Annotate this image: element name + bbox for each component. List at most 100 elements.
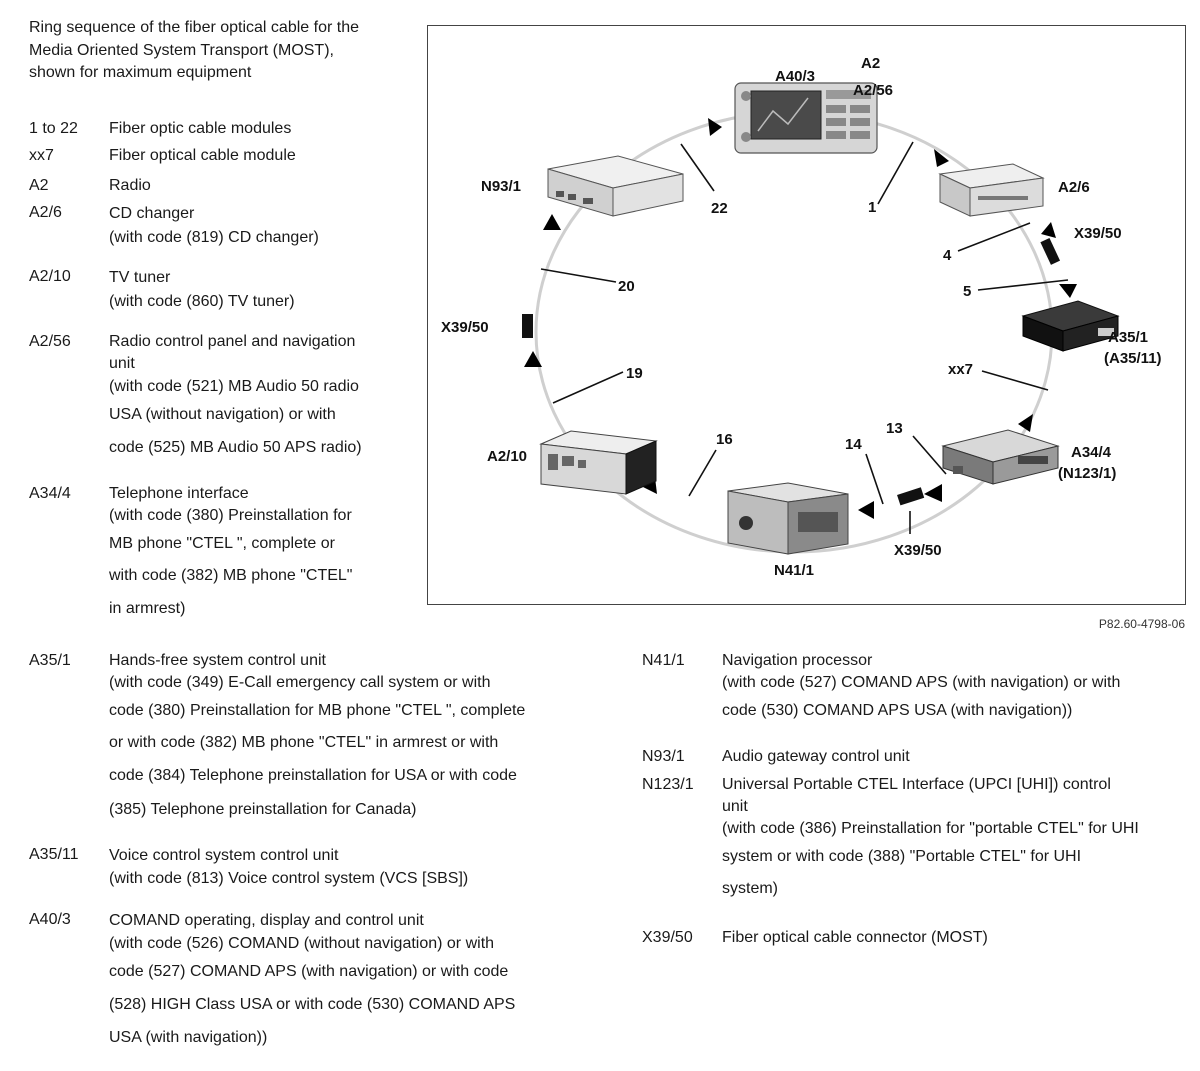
legend-line: (with code (860) TV tuner) [109,293,295,310]
most-ring-diagram: A2 A40/3 A2/56 A2/6 X39/50 A35/1 (A35/11… [427,25,1186,605]
device-a2-10 [539,430,658,495]
device-a40-3 [734,82,878,154]
device-a2-6 [938,163,1045,217]
diagram-canvas: A2 A40/3 A2/56 A2/6 X39/50 A35/1 (A35/11… [441,55,1162,579]
legend-term: N93/1 [642,748,685,765]
leader-line-16 [688,449,717,497]
legend-line: system or with code (388) "Portable CTEL… [722,848,1082,865]
legend-line: Hands-free system control unit [109,652,326,669]
leader-line-xx7 [981,370,1049,391]
legend-line: Navigation processor [722,652,873,669]
legend-term: A35/1 [29,652,71,669]
direction-arrow [708,118,722,136]
label-a34-4: A34/4 [1071,444,1112,461]
legend-line: Audio gateway control unit [722,748,910,765]
label-a2-6: A2/6 [1058,179,1090,196]
legend-line: in armrest) [109,600,186,617]
legend-line: Fiber optical cable module [109,147,296,164]
legend-term: A2/6 [29,204,62,221]
legend-line: USA (without navigation) or with [109,406,336,423]
legend-line: code (525) MB Audio 50 APS radio) [109,439,362,456]
legend-term: 1 to 22 [29,120,78,137]
label-x39-50-left: X39/50 [441,319,489,336]
direction-arrow [934,149,949,167]
legend-line: (with code (813) Voice control system (V… [109,870,469,887]
label-a2-56: A2/56 [853,82,893,99]
legend-line: TV tuner [109,269,171,286]
legend-desc: CD changer (with code (819) CD changer) [109,202,319,250]
label-a2: A2 [861,55,880,72]
label-a40-3: A40/3 [775,68,815,85]
connector-x39-50-right [1040,238,1061,265]
label-n123-1: (N123/1) [1058,465,1116,482]
legend-term: A40/3 [29,911,71,928]
device-a35-1 [1021,300,1120,352]
leader-line-1 [877,141,914,205]
label-xx7: xx7 [948,361,973,378]
leader-line-19 [552,371,624,404]
legend-line: code (530) COMAND APS USA (with navigati… [722,702,1073,719]
label-a35-1: A35/1 [1108,329,1148,346]
direction-arrow [1041,222,1056,238]
label-a35-11: (A35/11) [1104,350,1162,367]
label-4: 4 [943,247,952,264]
legend-line: Fiber optical cable connector (MOST) [722,929,988,946]
legend-line: CD changer [109,205,195,222]
direction-arrow [543,214,561,230]
legend-desc: TV tuner (with code (860) TV tuner) [109,266,295,314]
legend-line: (with code (819) CD changer) [109,229,319,246]
legend-term: A2 [29,177,49,194]
legend-line: (528) HIGH Class USA or with code (530) … [109,996,516,1013]
legend-line: code (380) Preinstallation for MB phone … [109,702,526,719]
legend-line: Radio [109,177,151,194]
legend-term: xx7 [29,147,54,164]
label-16: 16 [716,431,733,448]
label-14: 14 [845,436,862,453]
legend-desc: Voice control system control unit (with … [109,844,468,890]
device-a34-4 [941,429,1060,485]
leader-line-4 [957,222,1031,252]
leader-line-5 [977,279,1069,291]
legend-desc: Audio gateway control unit [722,746,910,768]
legend-line: unit [722,798,748,815]
leader-line-20 [540,268,617,283]
legend-term: A2/56 [29,333,71,350]
legend-line: (with code (380) Preinstallation for [109,507,352,524]
legend-line: USA (with navigation)) [109,1029,268,1046]
label-1: 1 [868,199,876,216]
label-22: 22 [711,200,728,217]
direction-arrow [858,501,874,519]
direction-arrow [924,484,942,502]
direction-arrow [524,351,542,367]
legend-line: code (527) COMAND APS (with navigation) … [109,963,509,980]
legend-term: A2/10 [29,268,71,285]
label-19: 19 [626,365,643,382]
label-5: 5 [963,283,971,300]
legend-line: MB phone "CTEL ", complete or [109,535,335,552]
legend-line: with code (382) MB phone "CTEL" [109,567,353,584]
legend-desc: Radio [109,175,151,197]
legend-desc: Universal Portable CTEL Interface (UPCI … [722,774,1139,904]
leader-line-14 [865,453,884,505]
legend-line: system) [722,880,778,897]
legend-term: A34/4 [29,485,71,502]
connector-x39-50-left [522,314,533,338]
legend-line: COMAND operating, display and control un… [109,912,424,929]
label-n41-1: N41/1 [774,562,814,579]
legend-desc: Navigation processor (with code (527) CO… [722,650,1120,728]
device-n93-1 [547,155,684,217]
legend-line: Voice control system control unit [109,847,339,864]
label-x39-50-right: X39/50 [1074,225,1122,242]
connector-x39-50-bottom [897,487,925,506]
legend-line: Telephone interface [109,485,249,502]
label-x39-50-bottom: X39/50 [894,542,942,559]
legend-desc: Fiber optical cable module [109,145,296,167]
legend-line: (with code (521) MB Audio 50 radio [109,378,359,395]
legend-desc: Hands-free system control unit (with cod… [109,650,525,826]
legend-term: N41/1 [642,652,685,669]
legend-line: (with code (349) E-Call emergency call s… [109,674,491,691]
legend-desc: Telephone interface (with code (380) Pre… [109,483,352,627]
figure-id: P82.60-4798-06 [1098,617,1185,631]
legend-line: unit [109,355,135,372]
direction-arrow [1018,414,1033,432]
